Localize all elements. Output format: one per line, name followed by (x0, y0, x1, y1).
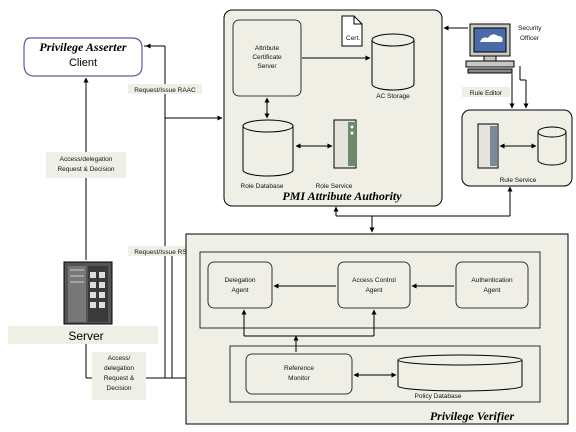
client-title: Privilege Asserter (39, 40, 127, 54)
delegation-label-1: Delegation (224, 277, 255, 284)
rule-service-server-icon (477, 123, 499, 169)
access-lower-label-3: Request & (104, 375, 135, 382)
raac-label-box (128, 84, 202, 94)
role-service-server-icon (333, 119, 357, 169)
role-service-label: Role Service (316, 183, 353, 190)
acs-label-1: Attribute (255, 45, 280, 52)
rsac-label: Request/Issue RSAC (134, 249, 196, 256)
access-lower-label-2: delegation (104, 365, 134, 372)
access-lower-label-4: Decision (107, 385, 132, 392)
rsac-label-box (128, 246, 202, 256)
authentication-agent (455, 261, 529, 309)
role-database-label: Role Database (241, 183, 284, 190)
server-node (63, 261, 113, 325)
access-delegation-label-box (46, 152, 126, 178)
rule-database-cylinder-icon (537, 126, 567, 166)
client-node: Privilege Asserter Client (23, 37, 143, 77)
agents-panel (199, 251, 541, 329)
verifier-title: Privilege Verifier (430, 409, 515, 423)
role-database-cylinder-icon (242, 119, 294, 177)
ref-label-1: Reference (284, 365, 314, 372)
officer-label-1: Security (518, 25, 542, 32)
auth-label-2: Agent (484, 287, 501, 294)
acl-label-2: Agent (366, 287, 383, 294)
ref-label-2: Monitor (288, 375, 311, 382)
policy-database-cylinder-icon (397, 354, 523, 392)
certificate-document-icon (341, 15, 363, 47)
access-delegation-label: Access/delegation (60, 156, 113, 163)
rule-editor-label: Rule Editor (470, 90, 503, 97)
ac-storage-label: AC Storage (376, 93, 410, 100)
server-label: Server (68, 329, 103, 343)
access-lower-label-box (92, 352, 146, 400)
reference-panel (229, 345, 541, 403)
client-subtitle: Client (69, 57, 97, 69)
acl-label-1: Access Control (352, 277, 396, 284)
policy-db-label: Policy Database (415, 393, 462, 400)
pmi-title: PMI Attribute Authority (282, 189, 402, 203)
cert-label: Cert. (346, 35, 360, 42)
raac-label: Request/Issue RAAC (134, 87, 196, 94)
request-decision-label: Request & Decision (57, 166, 114, 173)
access-lower-label-1: Access/ (108, 355, 131, 362)
acs-label-2: Certificate (252, 54, 282, 61)
officer-label-2: Officer (520, 35, 540, 42)
rule-service-label: Rule Service (500, 177, 537, 184)
rule-editor-box (462, 87, 510, 97)
security-officer-computer-icon (465, 23, 515, 74)
server-label-bar (8, 326, 158, 344)
delegation-agent (207, 261, 273, 309)
reference-monitor (245, 353, 353, 395)
access-control-agent (337, 261, 411, 309)
auth-label-1: Authentication (471, 277, 513, 284)
acs-label-3: Server (257, 63, 277, 70)
attribute-certificate-server (232, 19, 302, 97)
delegation-label-2: Agent (232, 287, 249, 294)
ac-storage-cylinder-icon (371, 33, 415, 91)
